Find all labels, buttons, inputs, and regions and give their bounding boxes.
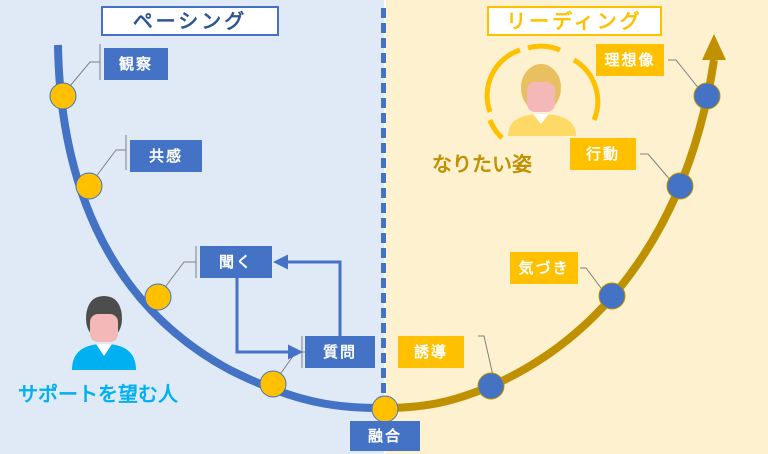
leader-listen	[159, 261, 196, 295]
point-empathy	[75, 172, 103, 200]
label-listen: 聞く	[200, 246, 272, 278]
pacing-title: ペーシング	[101, 6, 279, 36]
point-ideal	[693, 82, 721, 110]
label-action: 行動	[570, 138, 636, 170]
leading-background	[386, 0, 768, 454]
leader-notice	[580, 267, 605, 293]
point-observe	[49, 82, 77, 110]
leader-observe	[64, 61, 100, 93]
label-fusion: 融合	[350, 421, 420, 451]
point-action	[666, 172, 694, 200]
leading-title: リーディング	[487, 6, 662, 36]
label-empathy: 共感	[130, 140, 202, 172]
point-notice	[598, 282, 626, 310]
loop-down-arrow	[235, 278, 303, 360]
label-notice: 気づき	[510, 252, 578, 284]
point-fusion	[371, 395, 399, 423]
leading-arrowhead	[702, 34, 726, 60]
pacing-background	[0, 0, 384, 454]
leader-empathy	[91, 149, 126, 183]
point-question	[259, 370, 287, 398]
label-observe: 観察	[104, 48, 168, 80]
point-listen	[144, 283, 172, 311]
center-divider	[381, 8, 386, 408]
leader-action	[640, 153, 673, 183]
point-guide	[477, 372, 505, 400]
leader-ideal	[668, 59, 701, 91]
pacing-curve	[54, 44, 385, 412]
person-support-icon	[72, 296, 136, 370]
leading-curve	[383, 59, 718, 412]
ideal-self-caption: なりたい姿	[432, 152, 532, 176]
support-person-caption: サポートを望む人	[18, 382, 178, 406]
label-ideal: 理想像	[596, 44, 664, 76]
label-guide: 誘導	[398, 336, 464, 368]
leader-guide	[478, 335, 495, 381]
label-question: 質問	[305, 336, 375, 368]
person-ideal-icon	[484, 43, 601, 140]
loop-up-arrow	[273, 254, 342, 336]
